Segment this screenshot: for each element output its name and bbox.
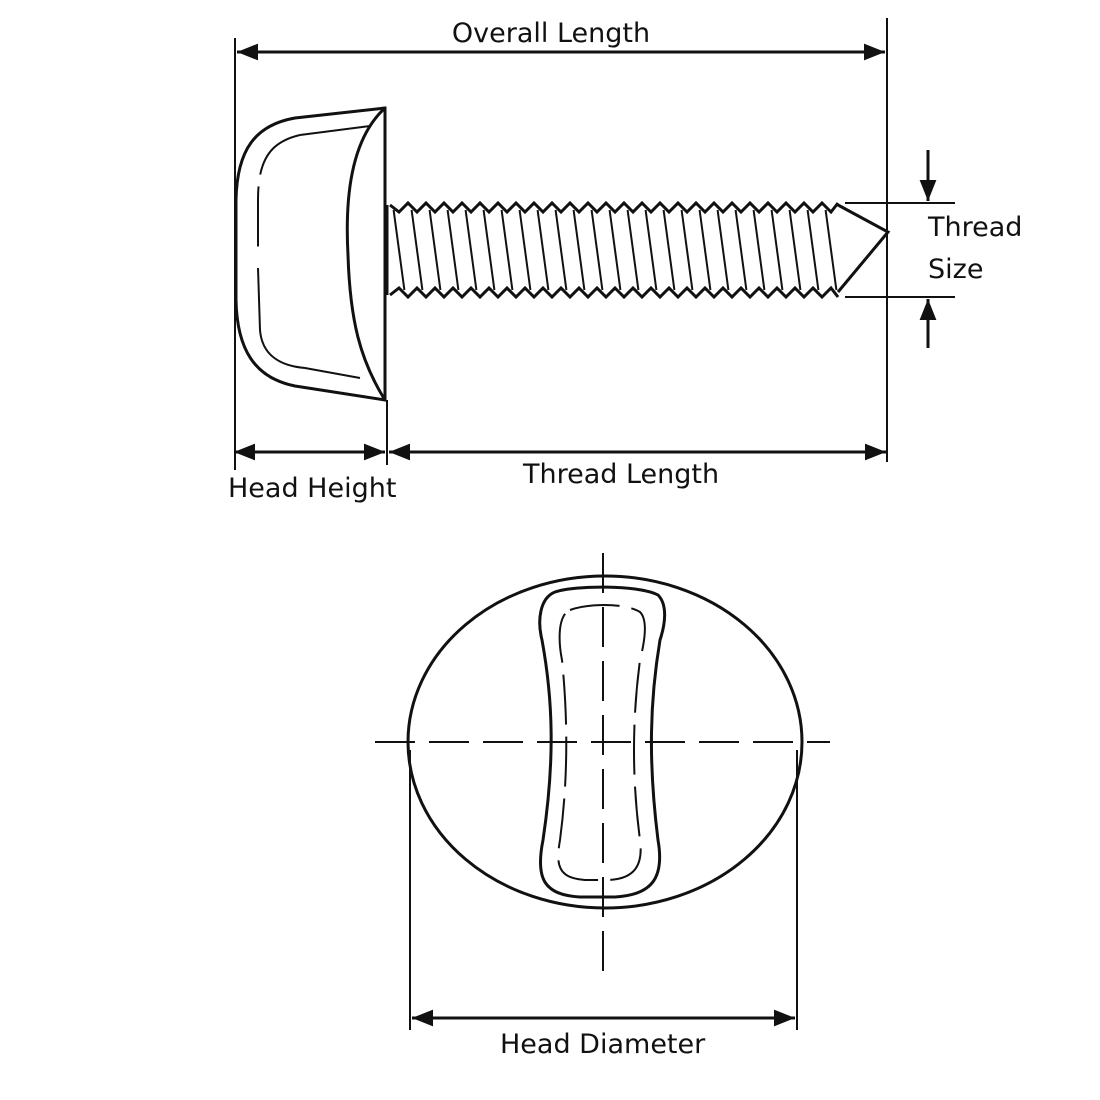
thread-crest-line [626,209,640,291]
thread-size-label-line1: Thread [927,212,1022,243]
head-height-dimension: Head Height [228,400,396,504]
thread-crest-line [446,209,460,291]
thread-crest-line [752,209,766,291]
thread-crest-line [500,209,514,291]
thread-length-dimension: Thread Length [389,443,886,490]
thread-crest-line [680,209,694,291]
thread-crest-line [518,209,532,291]
thread-crest-line [482,209,496,291]
thread-crest-line [644,209,658,291]
thread-crest-line [788,209,802,291]
thread-crest-line [536,209,550,291]
thread-crest-line [824,209,838,291]
head-height-label: Head Height [228,473,396,504]
thread-crest-line [698,209,712,291]
thread-crest-line [410,209,424,291]
overall-length-label: Overall Length [452,18,650,49]
head-diameter-label: Head Diameter [500,1029,706,1060]
thread-crest-line [662,209,676,291]
screw-head-top-view [375,553,830,975]
screw-head-side-view [234,106,387,402]
thread-crest-line [806,209,820,291]
screw-thread-shank [385,200,891,300]
thread-crest-line [608,209,622,291]
thread-crest-line [716,209,730,291]
thread-crest-line [770,209,784,291]
thread-length-label: Thread Length [522,459,719,490]
thread-size-dimension: Thread Size [845,150,1022,348]
thread-crest-line [392,209,406,291]
thread-crest-line [554,209,568,291]
thread-crest-line [464,209,478,291]
thread-crest-line [572,209,586,291]
head-diameter-dimension: Head Diameter [409,750,798,1060]
thread-crest-line [734,209,748,291]
thread-crest-line [428,209,442,291]
thread-size-label-line2: Size [928,254,983,285]
thread-crest-line [590,209,604,291]
overall-length-dimension: Overall Length [234,18,888,470]
